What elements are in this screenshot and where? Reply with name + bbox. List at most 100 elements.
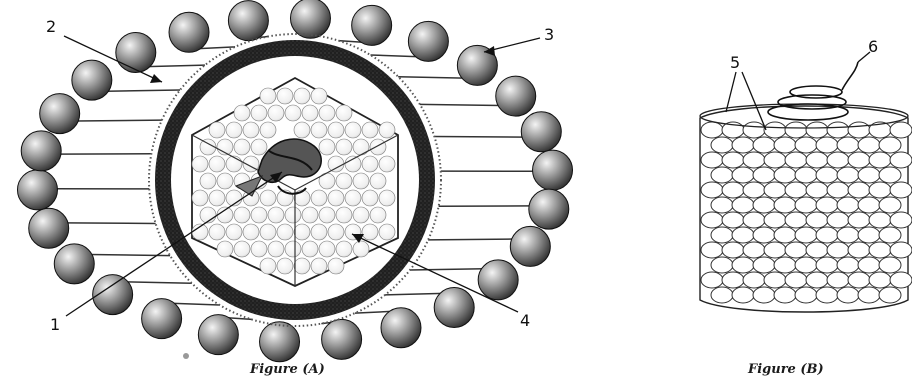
protein-subunit <box>795 167 817 183</box>
capsomere <box>285 207 301 223</box>
protein-subunit <box>806 242 828 258</box>
protein-subunit <box>827 242 849 258</box>
protein-subunit <box>764 212 786 228</box>
protein-subunit <box>890 182 912 198</box>
spike-stalk <box>125 282 191 283</box>
protein-subunit <box>701 122 723 138</box>
spike-stalk <box>434 137 524 138</box>
protein-subunit <box>806 152 828 168</box>
capsomere <box>226 122 242 138</box>
figure-a-virus: 1 2 3 4 <box>17 0 572 362</box>
capsomere <box>311 224 327 240</box>
protein-subunit <box>701 212 723 228</box>
protein-subunit <box>890 152 912 168</box>
protein-subunit <box>711 137 733 153</box>
protein-subunit <box>890 272 912 288</box>
spike-knob <box>408 21 448 61</box>
protein-subunit <box>743 122 765 138</box>
protein-subunit <box>827 182 849 198</box>
capsomere <box>285 105 301 121</box>
capsomere <box>336 105 352 121</box>
protein-subunit <box>890 122 912 138</box>
capsomere <box>370 207 386 223</box>
capsomere <box>353 207 369 223</box>
protein-subunit <box>879 257 901 273</box>
capsomere <box>379 224 395 240</box>
capsomere <box>209 122 225 138</box>
spike-knob <box>290 0 330 38</box>
protein-subunit <box>753 167 775 183</box>
capsomere <box>319 241 335 257</box>
capsomere <box>353 173 369 189</box>
protein-subunit <box>816 137 838 153</box>
capsomere <box>294 88 310 104</box>
protein-subunit <box>827 122 849 138</box>
protein-subunit <box>869 212 891 228</box>
protein-subunit <box>837 287 859 303</box>
protein-subunit <box>837 257 859 273</box>
protein-subunit <box>795 287 817 303</box>
spike-knob <box>198 315 238 355</box>
protein-subunit <box>732 227 754 243</box>
protein-subunit <box>879 137 901 153</box>
protein-subunit <box>722 182 744 198</box>
spike-stalk <box>171 303 220 305</box>
protein-subunit <box>837 227 859 243</box>
protein-subunit <box>774 257 796 273</box>
protein-subunit <box>785 152 807 168</box>
protein-subunit <box>785 242 807 258</box>
protein-subunit <box>764 152 786 168</box>
label-2: 2 <box>46 17 56 36</box>
protein-subunit <box>816 227 838 243</box>
spike-knob <box>228 1 268 41</box>
protein-subunit <box>848 122 870 138</box>
capsomere <box>217 241 233 257</box>
protein-subunit <box>743 182 765 198</box>
protein-subunit <box>785 122 807 138</box>
capsomere <box>379 190 395 206</box>
protein-subunit <box>785 212 807 228</box>
protein-subunit <box>701 182 723 198</box>
capsomere <box>345 190 361 206</box>
capsomere <box>319 139 335 155</box>
protein-subunit <box>743 212 765 228</box>
protein-subunit <box>732 167 754 183</box>
protein-subunit <box>764 242 786 258</box>
protein-subunit <box>879 197 901 213</box>
protein-subunit <box>743 242 765 258</box>
capsomere <box>336 173 352 189</box>
protein-subunit <box>753 197 775 213</box>
protein-subunit <box>848 272 870 288</box>
capsomere <box>302 207 318 223</box>
capsomere <box>234 139 250 155</box>
capsomere <box>294 122 310 138</box>
spike-knob <box>521 112 561 152</box>
spike-knob <box>142 299 182 339</box>
capsomere <box>294 224 310 240</box>
spike-stalk <box>76 120 162 121</box>
protein-subunit <box>764 122 786 138</box>
spike-stalk <box>370 55 419 57</box>
capsomere <box>362 156 378 172</box>
spike-knob <box>322 319 362 359</box>
protein-subunit <box>732 287 754 303</box>
capsomere <box>319 105 335 121</box>
caption-figure-a: Figure (A) <box>250 362 325 377</box>
protein-subunit <box>879 227 901 243</box>
capsomere <box>311 122 327 138</box>
leader-line-5a <box>726 72 736 112</box>
protein-subunit <box>795 227 817 243</box>
protein-subunit <box>764 272 786 288</box>
capsomere <box>268 241 284 257</box>
protein-subunit <box>743 272 765 288</box>
protein-subunit <box>753 137 775 153</box>
capsomere <box>353 241 369 257</box>
spike-stalk <box>385 293 443 295</box>
capsomere <box>192 156 208 172</box>
spike-stalk <box>147 65 205 67</box>
protein-subunit <box>858 167 880 183</box>
spike-knob <box>434 287 474 327</box>
protein-subunit <box>806 182 828 198</box>
protein-subunit <box>795 257 817 273</box>
capsomere <box>362 224 378 240</box>
